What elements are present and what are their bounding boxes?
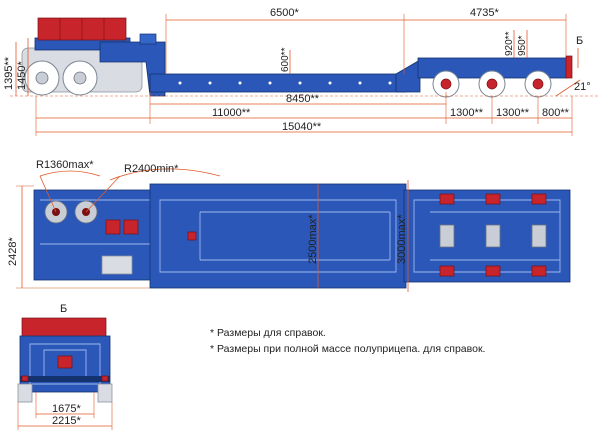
- view-mark-b: Б: [576, 35, 583, 47]
- dim-920: 920**: [504, 31, 515, 56]
- dim-r1360: R1360max*: [36, 159, 94, 171]
- dim-1450: 1450*: [16, 61, 28, 90]
- rear-dimension-lines: [17, 392, 113, 430]
- angle-21: 21°: [574, 81, 591, 93]
- dim-6500: 6500*: [270, 7, 299, 19]
- rear-loader-top: [21, 317, 107, 339]
- dim-800: 800**: [542, 107, 570, 119]
- top-view: R1360max* R2400min* 2428* 2500max* 3000m…: [7, 159, 571, 292]
- dim-8450: 8450**: [286, 93, 320, 105]
- side-dimension-lines: [10, 14, 600, 136]
- dim-r2400: R2400min*: [124, 163, 179, 175]
- dim-2428: 2428*: [7, 237, 19, 266]
- dim-2500: 2500max*: [307, 214, 319, 264]
- dim-2215: 2215*: [52, 415, 81, 427]
- dim-11000: 11000**: [212, 107, 251, 119]
- note-full-mass: * Размеры при полной массе полуприцепа. …: [210, 343, 485, 355]
- notes: * Размеры для справок. * Размеры при пол…: [210, 327, 485, 355]
- dim-950: 950*: [517, 35, 528, 56]
- dim-1300-b: 1300**: [496, 107, 530, 119]
- rear-view: Б 1675* 2215*: [17, 303, 113, 430]
- dim-1300-a: 1300**: [450, 107, 484, 119]
- dim-4735: 4735*: [470, 7, 499, 19]
- main-deck-side: [149, 73, 407, 93]
- side-view: 6500* 4735* 1395** 1450* 600** 920** 950…: [3, 7, 600, 136]
- dim-15040: 15040**: [282, 121, 322, 133]
- top-dimension-lines: [16, 168, 409, 292]
- dim-1675: 1675*: [52, 403, 81, 415]
- rear-axles-top: [439, 193, 547, 277]
- dim-1395: 1395**: [3, 56, 15, 90]
- note-reference: * Размеры для справок.: [210, 327, 326, 339]
- dim-600: 600**: [280, 47, 291, 72]
- rear-view-title: Б: [60, 303, 67, 315]
- deck-ramp: [395, 59, 421, 93]
- dim-3000: 3000max*: [396, 214, 408, 264]
- rear-axles-side: [432, 70, 552, 98]
